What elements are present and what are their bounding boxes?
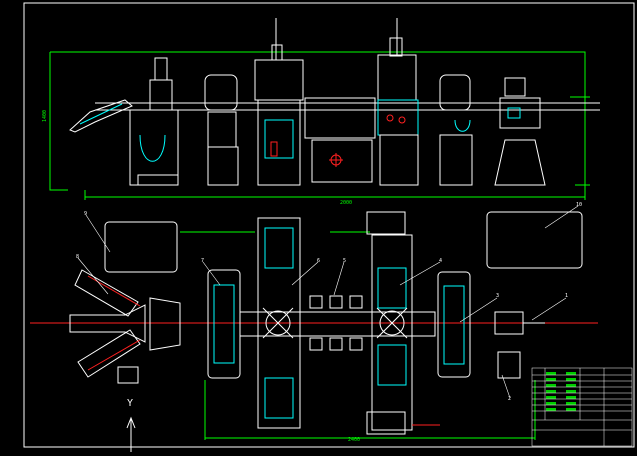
title-block (531, 367, 633, 447)
balloon-7: 7 (201, 258, 204, 264)
elevation-view (49, 18, 600, 200)
balloon-6: 6 (317, 258, 320, 264)
side-dim-text: 1400 (42, 110, 48, 122)
balloon-9: 9 (84, 211, 87, 217)
sheet-border (23, 2, 635, 448)
parts-list-rows (546, 372, 576, 411)
view-y-label: Y (127, 398, 133, 409)
balloon-labels: 1 2 3 4 5 6 7 8 9 10 (76, 202, 582, 402)
dim-top-text: 2000 (340, 200, 352, 206)
balloon-3: 3 (496, 293, 499, 299)
leader-lines (77, 205, 579, 399)
balloon-8: 8 (76, 254, 79, 260)
balloon-5: 5 (343, 258, 346, 264)
balloon-4: 4 (439, 258, 442, 264)
balloon-1: 1 (565, 293, 568, 299)
balloon-10: 10 (576, 202, 582, 208)
dim-bottom-text: 2400 (348, 437, 360, 443)
plan-view (30, 211, 598, 452)
balloon-2: 2 (508, 396, 511, 402)
